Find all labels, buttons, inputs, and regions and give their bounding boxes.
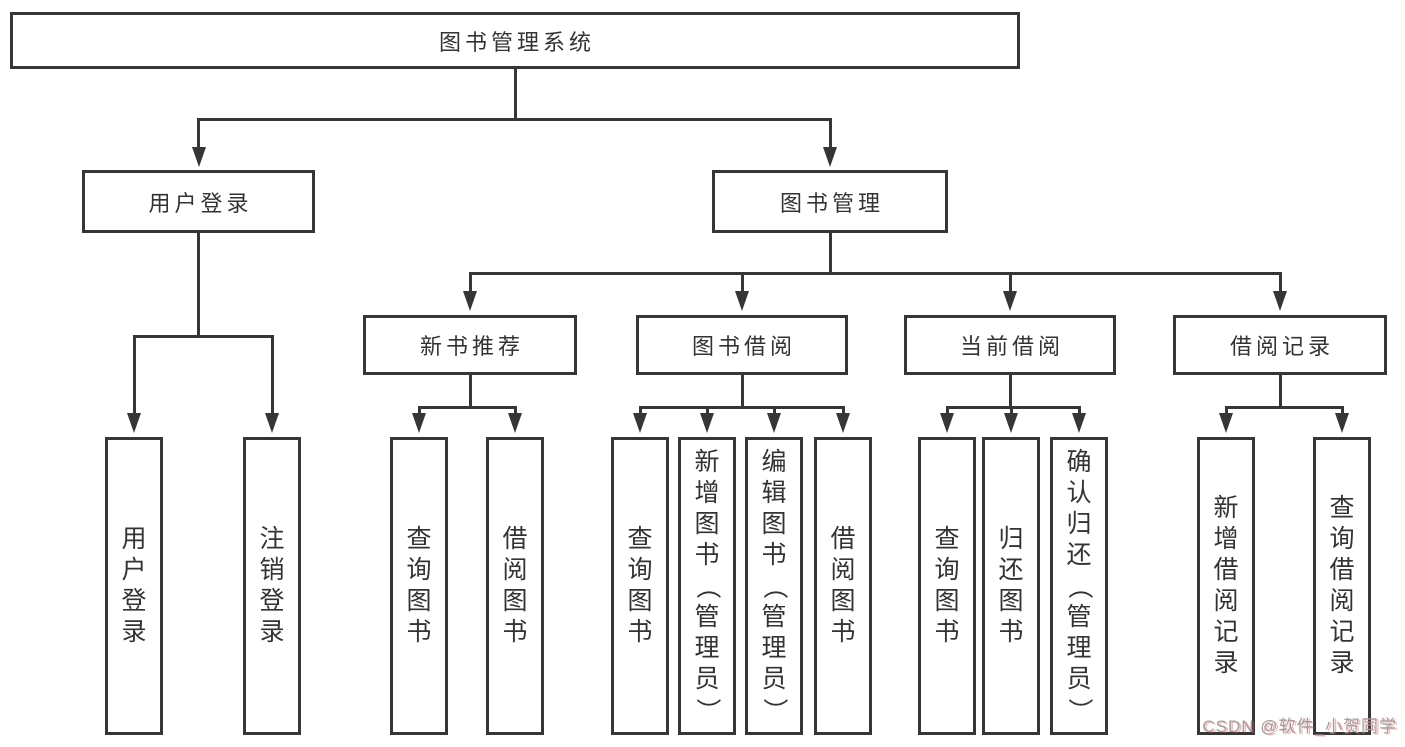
node-borrowing-records: 借阅记录 bbox=[1173, 315, 1387, 375]
connector-line bbox=[468, 272, 1282, 275]
leaf-query-books-recommend: 查询图书 bbox=[390, 437, 448, 735]
connector-line bbox=[638, 406, 642, 414]
node-label: 查询图书 bbox=[406, 525, 432, 646]
node-label: 新增图书（管理员） bbox=[693, 447, 722, 723]
connector-line bbox=[1077, 406, 1081, 414]
connector-line bbox=[1009, 406, 1013, 414]
connector-arrowhead bbox=[1335, 413, 1349, 433]
connector-arrowhead bbox=[836, 413, 850, 433]
node-label: 图书管理系统 bbox=[438, 29, 595, 55]
leaf-query-books-current: 查询图书 bbox=[918, 437, 976, 735]
node-label: 新增借阅记录 bbox=[1213, 494, 1239, 677]
node-book-management: 图书管理 bbox=[712, 170, 948, 233]
connector-line bbox=[841, 406, 845, 414]
connector-line bbox=[828, 233, 832, 275]
node-label: 编辑图书（管理员） bbox=[760, 447, 789, 723]
leaf-logout: 注销登录 bbox=[243, 437, 301, 735]
connector-line bbox=[197, 118, 832, 121]
leaf-user-login: 用户登录 bbox=[105, 437, 163, 735]
connector-arrowhead bbox=[1219, 413, 1233, 433]
connector-line bbox=[740, 375, 744, 408]
node-label: 查询借阅记录 bbox=[1329, 494, 1355, 677]
connector-line bbox=[417, 406, 517, 409]
connector-arrowhead bbox=[1003, 291, 1017, 311]
connector-line bbox=[513, 69, 517, 121]
connector-arrowhead bbox=[508, 413, 522, 433]
node-label: 图书管理 bbox=[779, 190, 884, 216]
node-label: 当前借阅 bbox=[959, 334, 1064, 359]
connector-line bbox=[772, 406, 776, 414]
node-label: 借阅图书 bbox=[502, 525, 528, 646]
connector-arrowhead bbox=[940, 413, 954, 433]
connector-arrowhead bbox=[700, 413, 714, 433]
connector-line bbox=[1008, 375, 1012, 408]
connector-line bbox=[1224, 406, 1344, 409]
connector-line bbox=[513, 406, 517, 414]
connector-line bbox=[945, 406, 1081, 409]
node-library-system: 图书管理系统 bbox=[10, 12, 1020, 69]
node-label: 归还图书 bbox=[998, 525, 1024, 646]
connector-line bbox=[829, 121, 832, 149]
connector-line bbox=[197, 233, 200, 337]
connector-arrowhead bbox=[463, 291, 477, 311]
node-label: 确认归还（管理员） bbox=[1065, 447, 1094, 723]
connector-line bbox=[705, 406, 709, 414]
connector-arrowhead bbox=[412, 413, 426, 433]
connector-arrowhead bbox=[1004, 413, 1018, 433]
connector-line bbox=[1278, 275, 1282, 291]
connector-line bbox=[1278, 375, 1282, 408]
connector-line bbox=[945, 406, 949, 414]
connector-line bbox=[638, 406, 845, 409]
connector-line bbox=[1224, 406, 1228, 414]
connector-line bbox=[132, 335, 274, 338]
node-label: 用户登录 bbox=[121, 525, 147, 646]
connector-line bbox=[740, 275, 744, 291]
node-book-borrowing: 图书借阅 bbox=[636, 315, 848, 375]
leaf-query-borrow-record: 查询借阅记录 bbox=[1313, 437, 1371, 735]
connector-arrowhead bbox=[1072, 413, 1086, 433]
connector-arrowhead bbox=[735, 291, 749, 311]
connector-arrowhead bbox=[767, 413, 781, 433]
connector-arrowhead bbox=[1273, 291, 1287, 311]
connector-line bbox=[468, 375, 472, 408]
leaf-borrow-books-borrowing: 借阅图书 bbox=[814, 437, 872, 735]
leaf-edit-books-admin: 编辑图书（管理员） bbox=[745, 437, 803, 735]
leaf-borrow-books-recommend: 借阅图书 bbox=[486, 437, 544, 735]
connector-line bbox=[270, 338, 274, 413]
connector-arrowhead bbox=[192, 147, 206, 167]
node-new-book-recommendation: 新书推荐 bbox=[363, 315, 577, 375]
node-label: 注销登录 bbox=[259, 525, 285, 646]
leaf-add-borrow-record: 新增借阅记录 bbox=[1197, 437, 1255, 735]
connector-line bbox=[1340, 406, 1344, 414]
node-label: 用户登录 bbox=[148, 190, 253, 216]
leaf-return-books: 归还图书 bbox=[982, 437, 1040, 735]
csdn-watermark: CSDN @软件_小贺同学 bbox=[1202, 717, 1397, 736]
node-current-borrowing: 当前借阅 bbox=[904, 315, 1116, 375]
connector-arrowhead bbox=[823, 147, 837, 167]
connector-line bbox=[468, 275, 472, 291]
node-label: 查询图书 bbox=[627, 525, 653, 646]
node-label: 查询图书 bbox=[934, 525, 960, 646]
leaf-confirm-return-admin: 确认归还（管理员） bbox=[1050, 437, 1108, 735]
connector-arrowhead bbox=[127, 413, 141, 433]
connector-line bbox=[417, 406, 421, 414]
connector-arrowhead bbox=[265, 413, 279, 433]
node-label: 借阅图书 bbox=[830, 525, 856, 646]
node-label: 新书推荐 bbox=[419, 334, 524, 359]
connector-line bbox=[197, 121, 200, 149]
connector-line bbox=[132, 338, 136, 413]
leaf-query-books-borrowing: 查询图书 bbox=[611, 437, 669, 735]
connector-arrowhead bbox=[633, 413, 647, 433]
node-label: 图书借阅 bbox=[691, 334, 796, 359]
leaf-add-books-admin: 新增图书（管理员） bbox=[678, 437, 736, 735]
node-user-login: 用户登录 bbox=[82, 170, 315, 233]
connector-line bbox=[1008, 275, 1012, 291]
node-label: 借阅记录 bbox=[1229, 334, 1334, 359]
